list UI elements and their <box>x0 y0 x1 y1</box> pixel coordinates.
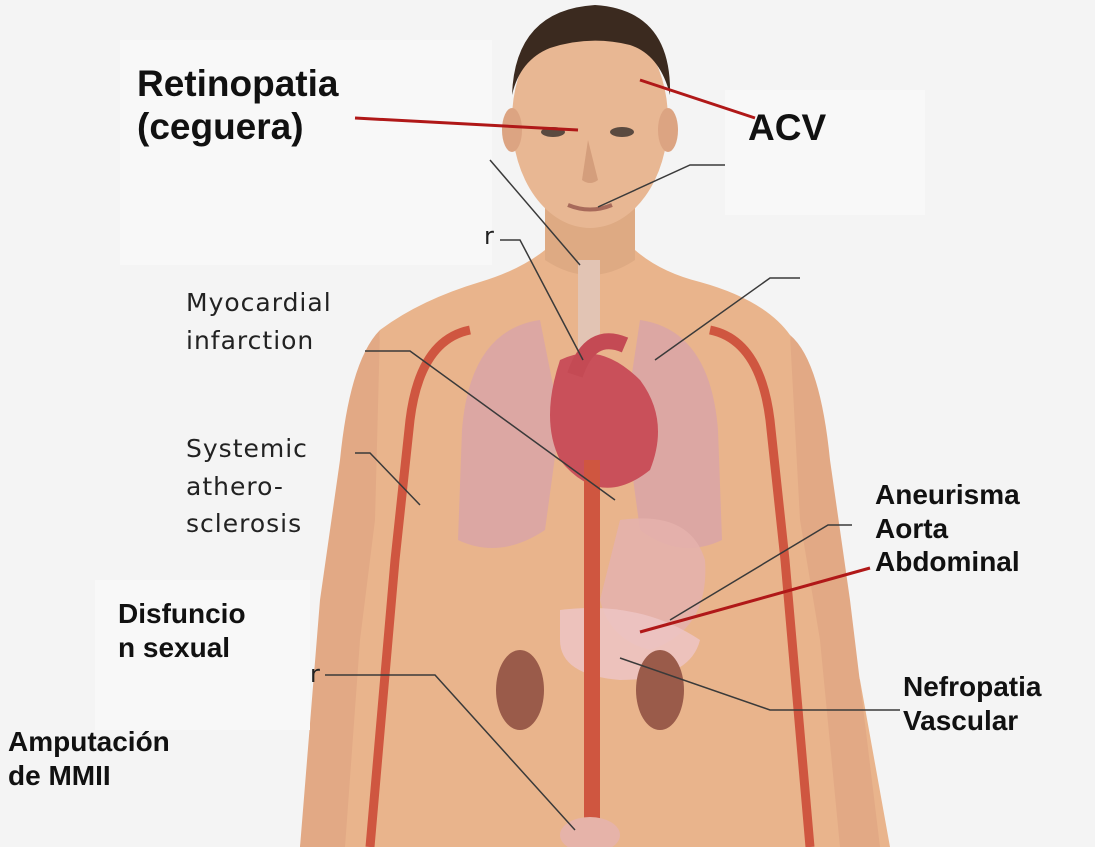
leader-acv <box>640 80 755 118</box>
label-aneurisma: Aneurisma Aorta Abdominal <box>875 478 1020 579</box>
label-nefropatia: Nefropatia Vascular <box>903 670 1041 737</box>
leader-trachea <box>490 160 580 265</box>
leader-nefropatia <box>620 658 900 710</box>
leader-myocardial <box>365 351 615 500</box>
label-fragment-pelvis: r <box>310 660 320 688</box>
label-fragment-neck: r <box>484 222 494 250</box>
label-retinopatia: Retinopatia (ceguera) <box>137 62 338 149</box>
label-myocardial: Myocardial infarction <box>186 284 332 359</box>
leader-pelvis <box>325 675 575 830</box>
leader-lung <box>655 278 800 360</box>
label-amputacion: Amputación de MMII <box>8 725 170 792</box>
leader-face <box>598 165 725 207</box>
leader-aneurisma <box>640 568 870 632</box>
leader-gray-abdomen <box>670 525 852 620</box>
label-disfuncion: Disfuncio n sexual <box>118 597 246 664</box>
label-systemic: Systemic athero- sclerosis <box>186 430 308 543</box>
leader-neck <box>500 240 583 360</box>
leader-retinopatia <box>355 118 578 130</box>
label-acv: ACV <box>748 106 826 149</box>
leader-systemic <box>355 453 420 505</box>
